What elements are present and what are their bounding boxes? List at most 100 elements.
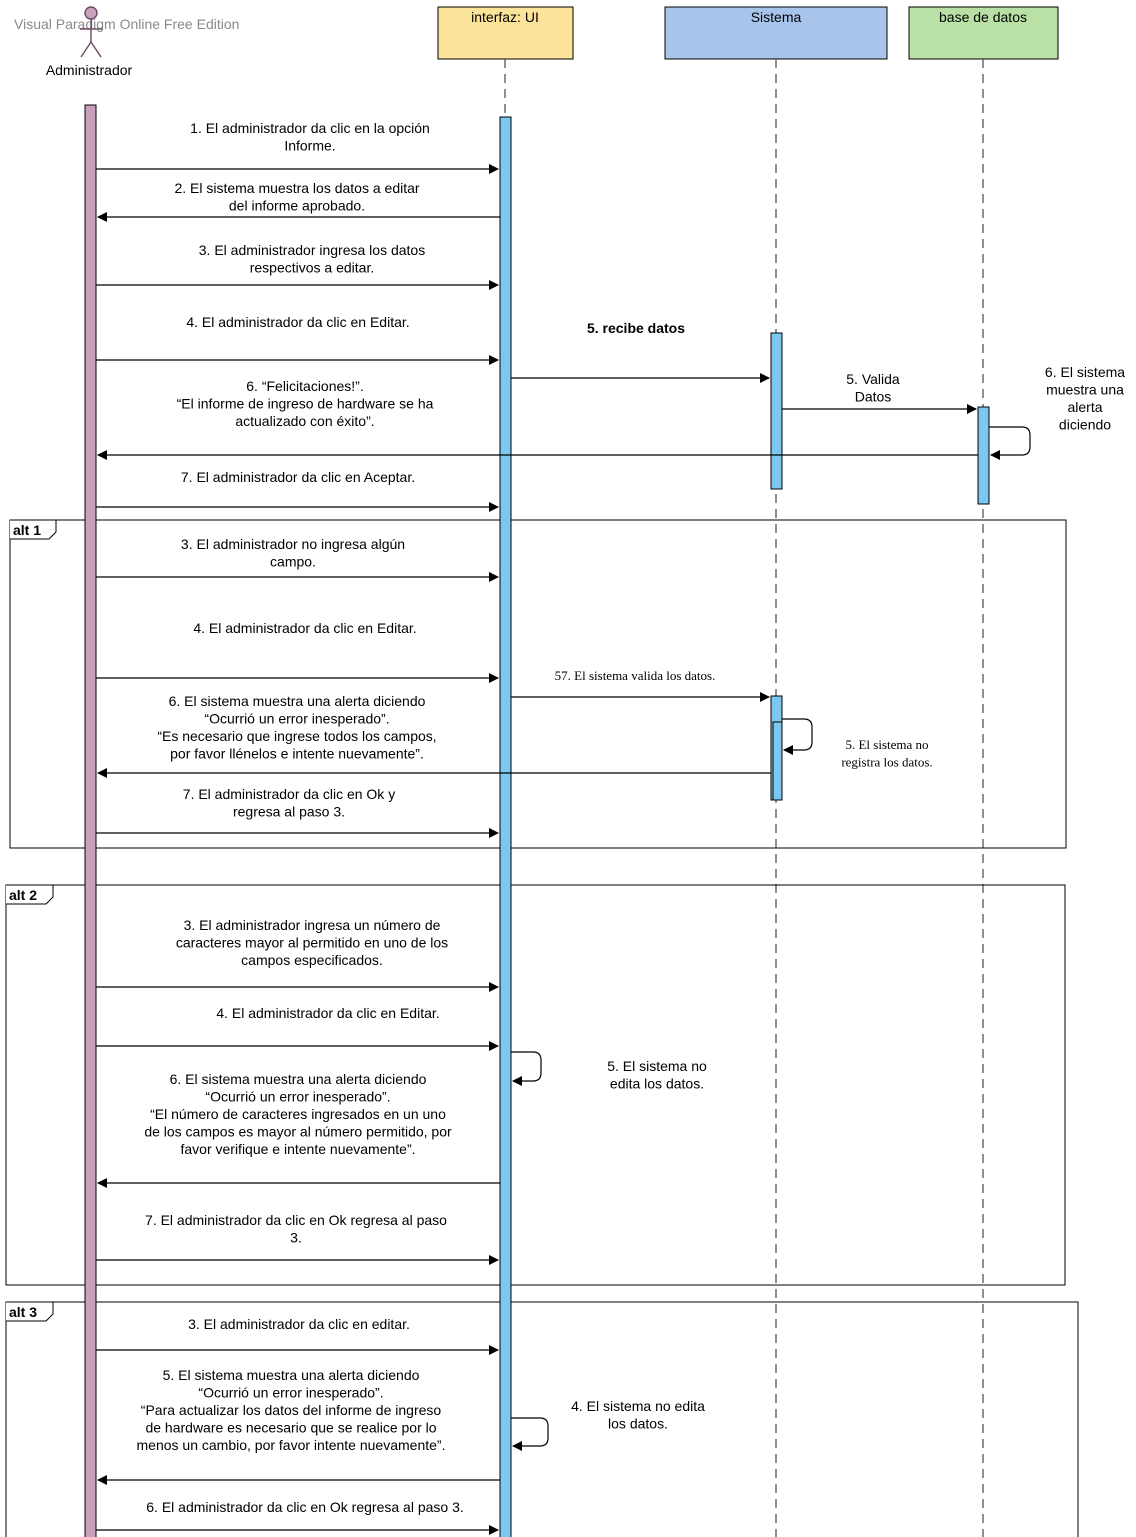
actor-administrador: Administrador bbox=[46, 6, 133, 78]
fragment-alt-2: alt 2 bbox=[5, 884, 1066, 1286]
message-label-alt1-m4: 4. El administrador da clic en Editar. bbox=[193, 620, 416, 636]
participant-bd: base de datos bbox=[908, 6, 1059, 60]
fragment-alt-1-label: alt 1 bbox=[13, 522, 41, 538]
fragment-alt-3-frame bbox=[5, 1301, 1079, 1537]
message-label-m2: 2. El sistema muestra los datos a editar… bbox=[174, 180, 419, 214]
message-label-line: 6. El sistema muestra una alerta diciend… bbox=[170, 1071, 427, 1087]
message-label-alt1-m7: 7. El administrador da clic en Ok y regre… bbox=[183, 786, 395, 820]
activation-bar-ui bbox=[499, 116, 512, 1537]
message-label-line: 5. El sistema muestra una alerta diciend… bbox=[163, 1367, 420, 1383]
message-label-line: 4. El administrador da clic en Editar. bbox=[193, 620, 416, 636]
message-label-line: campos especificados. bbox=[241, 952, 383, 968]
self-message-arrow-ui-alt2 bbox=[511, 1051, 542, 1086]
fragment-alt-2-frame bbox=[5, 884, 1066, 1286]
message-label-line: 6. “Felicitaciones!”. bbox=[246, 378, 363, 394]
self-message-arrow-bd bbox=[989, 426, 1031, 460]
message-label-line: caracteres mayor al permitido en uno de … bbox=[176, 935, 448, 951]
message-label-line: 2. El sistema muestra los datos a editar bbox=[174, 180, 419, 196]
participant-ui-label: interfaz: UI bbox=[471, 9, 539, 25]
activation-bar-bd bbox=[977, 406, 990, 505]
watermark-text: Visual Paradigm Online Free Edition bbox=[14, 16, 239, 32]
message-label-m6: 6. “Felicitaciones!”. “El informe de ingr… bbox=[177, 378, 434, 429]
message-label-line: del informe aprobado. bbox=[229, 198, 365, 214]
message-label-line: muestra una bbox=[1046, 382, 1124, 398]
message-label-line: 4. El administrador da clic en Editar. bbox=[216, 1005, 439, 1021]
actor-label: Administrador bbox=[46, 62, 133, 78]
self-message-arrow-sistema-alt1 bbox=[782, 718, 813, 755]
message-label-line: 5. recibe datos bbox=[587, 320, 685, 336]
message-label-line: “Es necesario que ingrese todos los camp… bbox=[157, 728, 436, 744]
message-label-line: campo. bbox=[270, 554, 316, 570]
participant-ui: interfaz: UI bbox=[437, 6, 574, 60]
message-label-line: Datos bbox=[855, 389, 892, 405]
message-label-alt2-m5: 5. El sistema no edita los datos. bbox=[607, 1058, 707, 1092]
fragment-alt-1: alt 1 bbox=[9, 519, 1067, 849]
message-label-line: 57. El sistema valida los datos. bbox=[555, 668, 716, 683]
message-label-line: “El número de caracteres ingresados en u… bbox=[150, 1106, 446, 1122]
message-label-line: menos un cambio, por favor intente nueva… bbox=[137, 1437, 446, 1453]
fragment-alt-3-label: alt 3 bbox=[9, 1304, 37, 1320]
message-label-line: 5. El sistema no bbox=[607, 1058, 707, 1074]
participant-bd-label: base de datos bbox=[939, 9, 1027, 25]
activation-bar-administrador bbox=[84, 104, 97, 1537]
message-label-m7: 7. El administrador da clic en Aceptar. bbox=[181, 469, 415, 485]
message-label-line: respectivos a editar. bbox=[250, 260, 375, 276]
message-label-line: 6. El sistema bbox=[1045, 364, 1125, 380]
message-label-m5a: 5. recibe datos bbox=[587, 320, 685, 336]
fragment-alt-1-frame bbox=[9, 519, 1067, 849]
message-label-line: 5. El sistema no bbox=[845, 737, 928, 752]
message-label-line: alerta bbox=[1067, 399, 1102, 415]
fragment-alt-3: alt 3 bbox=[5, 1301, 1079, 1537]
message-label-line: registra los datos. bbox=[841, 755, 932, 770]
message-label-line: 4. El sistema no edita bbox=[571, 1398, 705, 1414]
message-label-line: de los campos es mayor al número permiti… bbox=[144, 1124, 452, 1140]
message-label-line: 7. El administrador da clic en Ok y bbox=[183, 786, 395, 802]
message-label-line: 3. bbox=[290, 1230, 302, 1246]
message-label-alt2-m4: 4. El administrador da clic en Editar. bbox=[216, 1005, 439, 1021]
message-label-line: 6. El administrador da clic en Ok regres… bbox=[146, 1499, 464, 1515]
participant-sistema-label: Sistema bbox=[751, 9, 802, 25]
message-label-line: actualizado con éxito”. bbox=[235, 413, 374, 429]
message-label-line: 7. El administrador da clic en Ok regres… bbox=[145, 1212, 447, 1228]
message-label-line: “Ocurrió un error inesperado”. bbox=[204, 711, 389, 727]
message-label-alt2-m3: 3. El administrador ingresa un número de… bbox=[176, 917, 448, 968]
message-label-line: de hardware es necesario que se realice … bbox=[145, 1420, 436, 1436]
participant-sistema-box bbox=[664, 6, 888, 60]
message-label-line: 3. El administrador da clic en editar. bbox=[188, 1316, 410, 1332]
message-label-line: 5. Valida bbox=[846, 371, 900, 387]
participant-ui-box bbox=[437, 6, 574, 60]
message-label-line: “El informe de ingreso de hardware se ha bbox=[177, 396, 434, 412]
message-label-line: “Para actualizar los datos del informe d… bbox=[141, 1402, 442, 1418]
message-label-m1: 1. El administrador da clic en la opción… bbox=[190, 120, 430, 154]
message-label-line: “Ocurrió un error inesperado”. bbox=[205, 1089, 390, 1105]
message-label-line: 7. El administrador da clic en Aceptar. bbox=[181, 469, 415, 485]
message-label-alt3-m6: 6. El administrador da clic en Ok regres… bbox=[146, 1499, 464, 1515]
message-label-alt1-m5: 5. El sistema no registra los datos. bbox=[841, 737, 932, 770]
message-label-alt3-m5: 5. El sistema muestra una alerta diciend… bbox=[137, 1367, 446, 1453]
message-label-line: 4. El administrador da clic en Editar. bbox=[186, 314, 409, 330]
message-label-alt1-m6: 6. El sistema muestra una alerta diciend… bbox=[157, 693, 436, 762]
message-label-line: edita los datos. bbox=[610, 1076, 704, 1092]
message-label-line: por favor llénelos e intente nuevamente”… bbox=[170, 746, 424, 762]
message-label-line: 1. El administrador da clic en la opción bbox=[190, 120, 430, 136]
message-label-line: regresa al paso 3. bbox=[233, 804, 345, 820]
message-label-line: Informe. bbox=[284, 138, 335, 154]
message-label-line: diciendo bbox=[1059, 417, 1111, 433]
message-label-m4: 4. El administrador da clic en Editar. bbox=[186, 314, 409, 330]
fragment-alt-2-label: alt 2 bbox=[9, 887, 37, 903]
message-label-alt2-m6: 6. El sistema muestra una alerta diciend… bbox=[144, 1071, 452, 1157]
message-label-alt2-m7: 7. El administrador da clic en Ok regres… bbox=[145, 1212, 447, 1246]
message-label-line: 3. El administrador ingresa un número de bbox=[184, 917, 441, 933]
stick-figure-icon bbox=[80, 6, 102, 58]
participant-sistema: Sistema bbox=[664, 6, 888, 60]
message-label-line: “Ocurrió un error inesperado”. bbox=[198, 1385, 383, 1401]
activation-bar-sistema bbox=[770, 332, 783, 490]
message-label-line: favor verifique e intente nuevamente”. bbox=[180, 1141, 415, 1157]
